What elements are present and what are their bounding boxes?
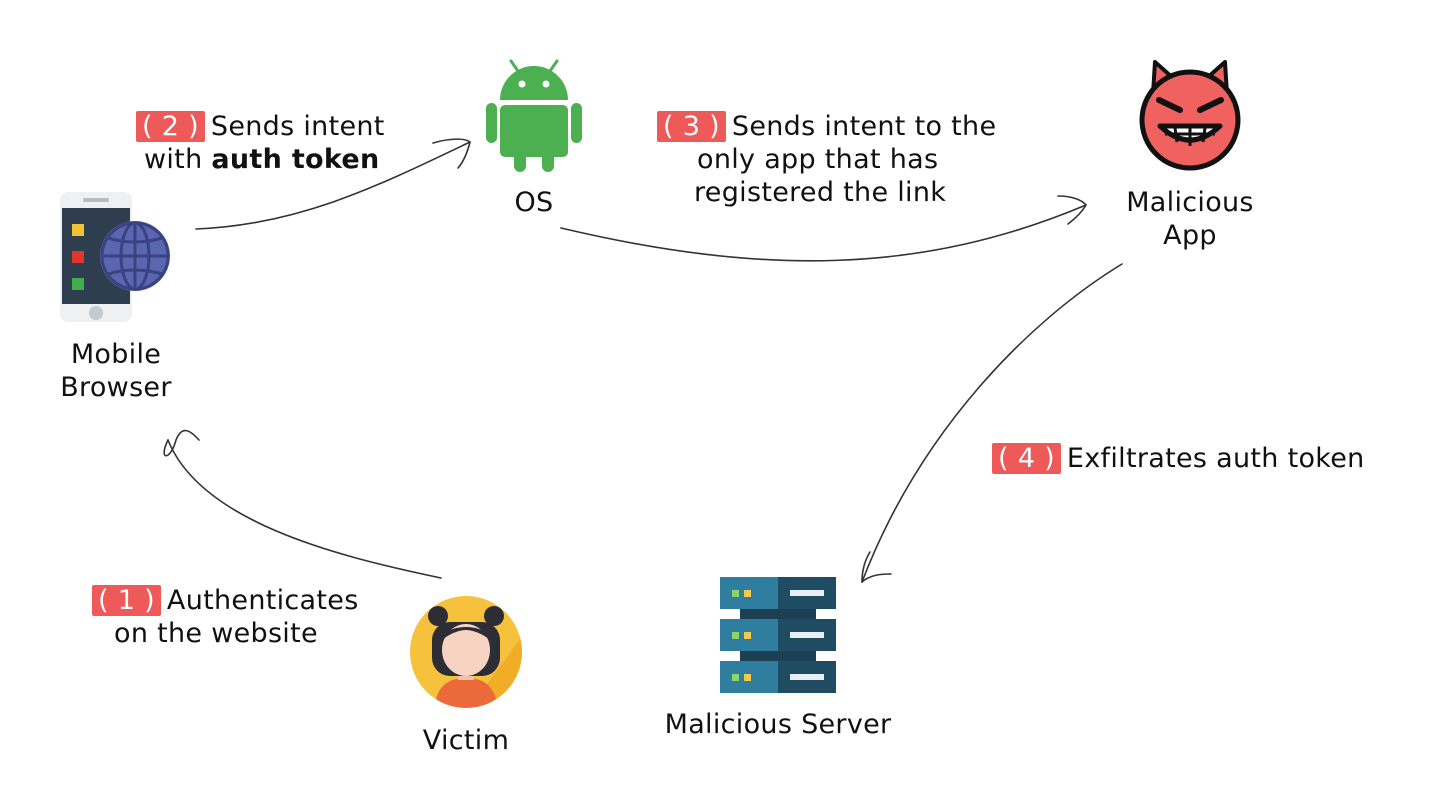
mobile-browser-icon	[60, 192, 170, 322]
step-4-badge: ( 4 )	[992, 443, 1061, 474]
server-icon	[720, 577, 836, 693]
step-4-line1: Exfiltrates auth token	[1066, 443, 1365, 474]
android-icon	[486, 59, 582, 172]
victim-label: Victim	[422, 725, 510, 756]
arrow-victim-to-browser	[163, 429, 442, 579]
step-3-annotation: ( 3 )Sends intent to the only app that h…	[657, 110, 996, 209]
victim-avatar-icon	[410, 596, 522, 708]
arrow-app-to-server	[861, 263, 1123, 583]
step-3-badge: ( 3 )	[657, 111, 726, 142]
malicious-app-label: Malicious App	[1110, 186, 1270, 252]
step-1-badge: ( 1 )	[92, 585, 161, 616]
step-3-line1: Sends intent to the	[731, 111, 997, 142]
browser-label: Mobile Browser	[40, 338, 192, 404]
malicious-app-label-line1: Malicious	[1126, 187, 1254, 218]
step-2-badge: ( 2 )	[136, 111, 205, 142]
step-4-annotation: ( 4 )Exfiltrates auth token	[992, 442, 1365, 475]
devil-face-icon	[1139, 60, 1241, 171]
malicious-app-label-line2: App	[1163, 220, 1217, 251]
step-1-annotation: ( 1 )Authenticates on the website	[92, 584, 359, 650]
step-3-line2: only app that has	[697, 144, 939, 175]
step-1-line1: Authenticates	[166, 585, 359, 616]
step-2-line2-bold: auth token	[211, 144, 380, 175]
step-2-annotation: ( 2 )Sends intent with auth token	[136, 110, 385, 176]
browser-label-line2: Browser	[60, 372, 172, 403]
step-2-line1: Sends intent	[210, 111, 385, 142]
browser-label-line1: Mobile	[70, 339, 162, 370]
step-2-line2-prefix: with	[144, 144, 212, 175]
server-label: Malicious Server	[664, 709, 892, 740]
os-label: OS	[514, 187, 554, 218]
step-3-line3: registered the link	[694, 177, 947, 208]
step-1-line2: on the website	[114, 618, 318, 649]
